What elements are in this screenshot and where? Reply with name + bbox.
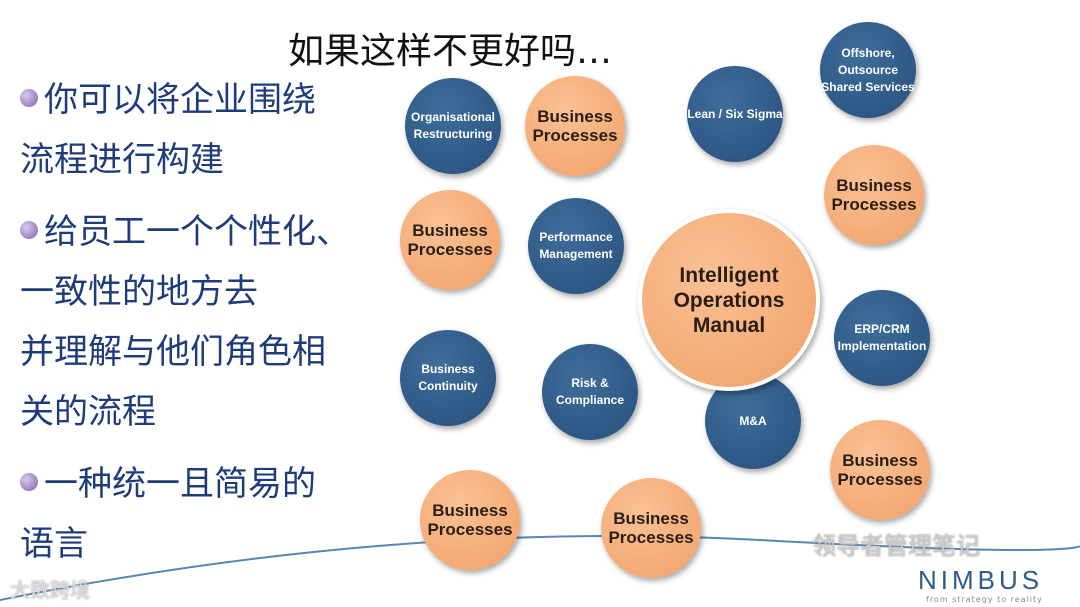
circle-lean-six-sigma: Lean / Six Sigma [687,66,783,162]
bullet-text: 给员工一个个性化、 [20,212,350,252]
circle-business-continuity: Business Continuity [400,330,496,426]
circle-business-processes: Business Processes [420,470,520,570]
circle-offshore: Offshore, Outsource Shared Services [820,22,916,118]
bullet-icon [20,221,38,239]
circle-organisational-restructuring: Organisational Restructuring [405,78,501,174]
bullet-text: 一种统一且简易的 [20,464,316,504]
logo-tagline: from strategy to reality [926,595,1043,604]
bullet-text: 你可以将企业围绕 [20,80,316,120]
watermark-right: 领导者管理笔记 [812,532,980,560]
circle-intelligent-operations-manual: Intelligent Operations Manual [638,209,820,391]
circle-business-processes: Business Processes [601,478,701,578]
bullet-text: 并理解与他们角色相 [20,332,326,372]
watermark-left: 大数跨境 [10,578,90,602]
nimbus-logo: NIMBUS [918,565,1044,595]
circle-business-processes: Business Processes [400,190,500,290]
bullet-text: 一致性的地方去 [20,272,258,312]
circle-risk-compliance: Risk & Compliance [542,344,638,440]
bullet-text: 流程进行构建 [20,140,224,180]
bullet-icon [20,89,38,107]
circle-business-processes: Business Processes [830,420,930,520]
slide-title: 如果这样不更好吗… [288,31,613,72]
circle-performance-management: Performance Management [528,198,624,294]
bullet-text: 语言 [20,524,88,564]
circle-business-processes: Business Processes [525,76,625,176]
circle-business-processes: Business Processes [824,145,924,245]
bullet-text: 关的流程 [20,392,156,432]
bullet-icon [20,473,38,491]
circle-erp-crm: ERP/CRM Implementation [834,290,930,386]
